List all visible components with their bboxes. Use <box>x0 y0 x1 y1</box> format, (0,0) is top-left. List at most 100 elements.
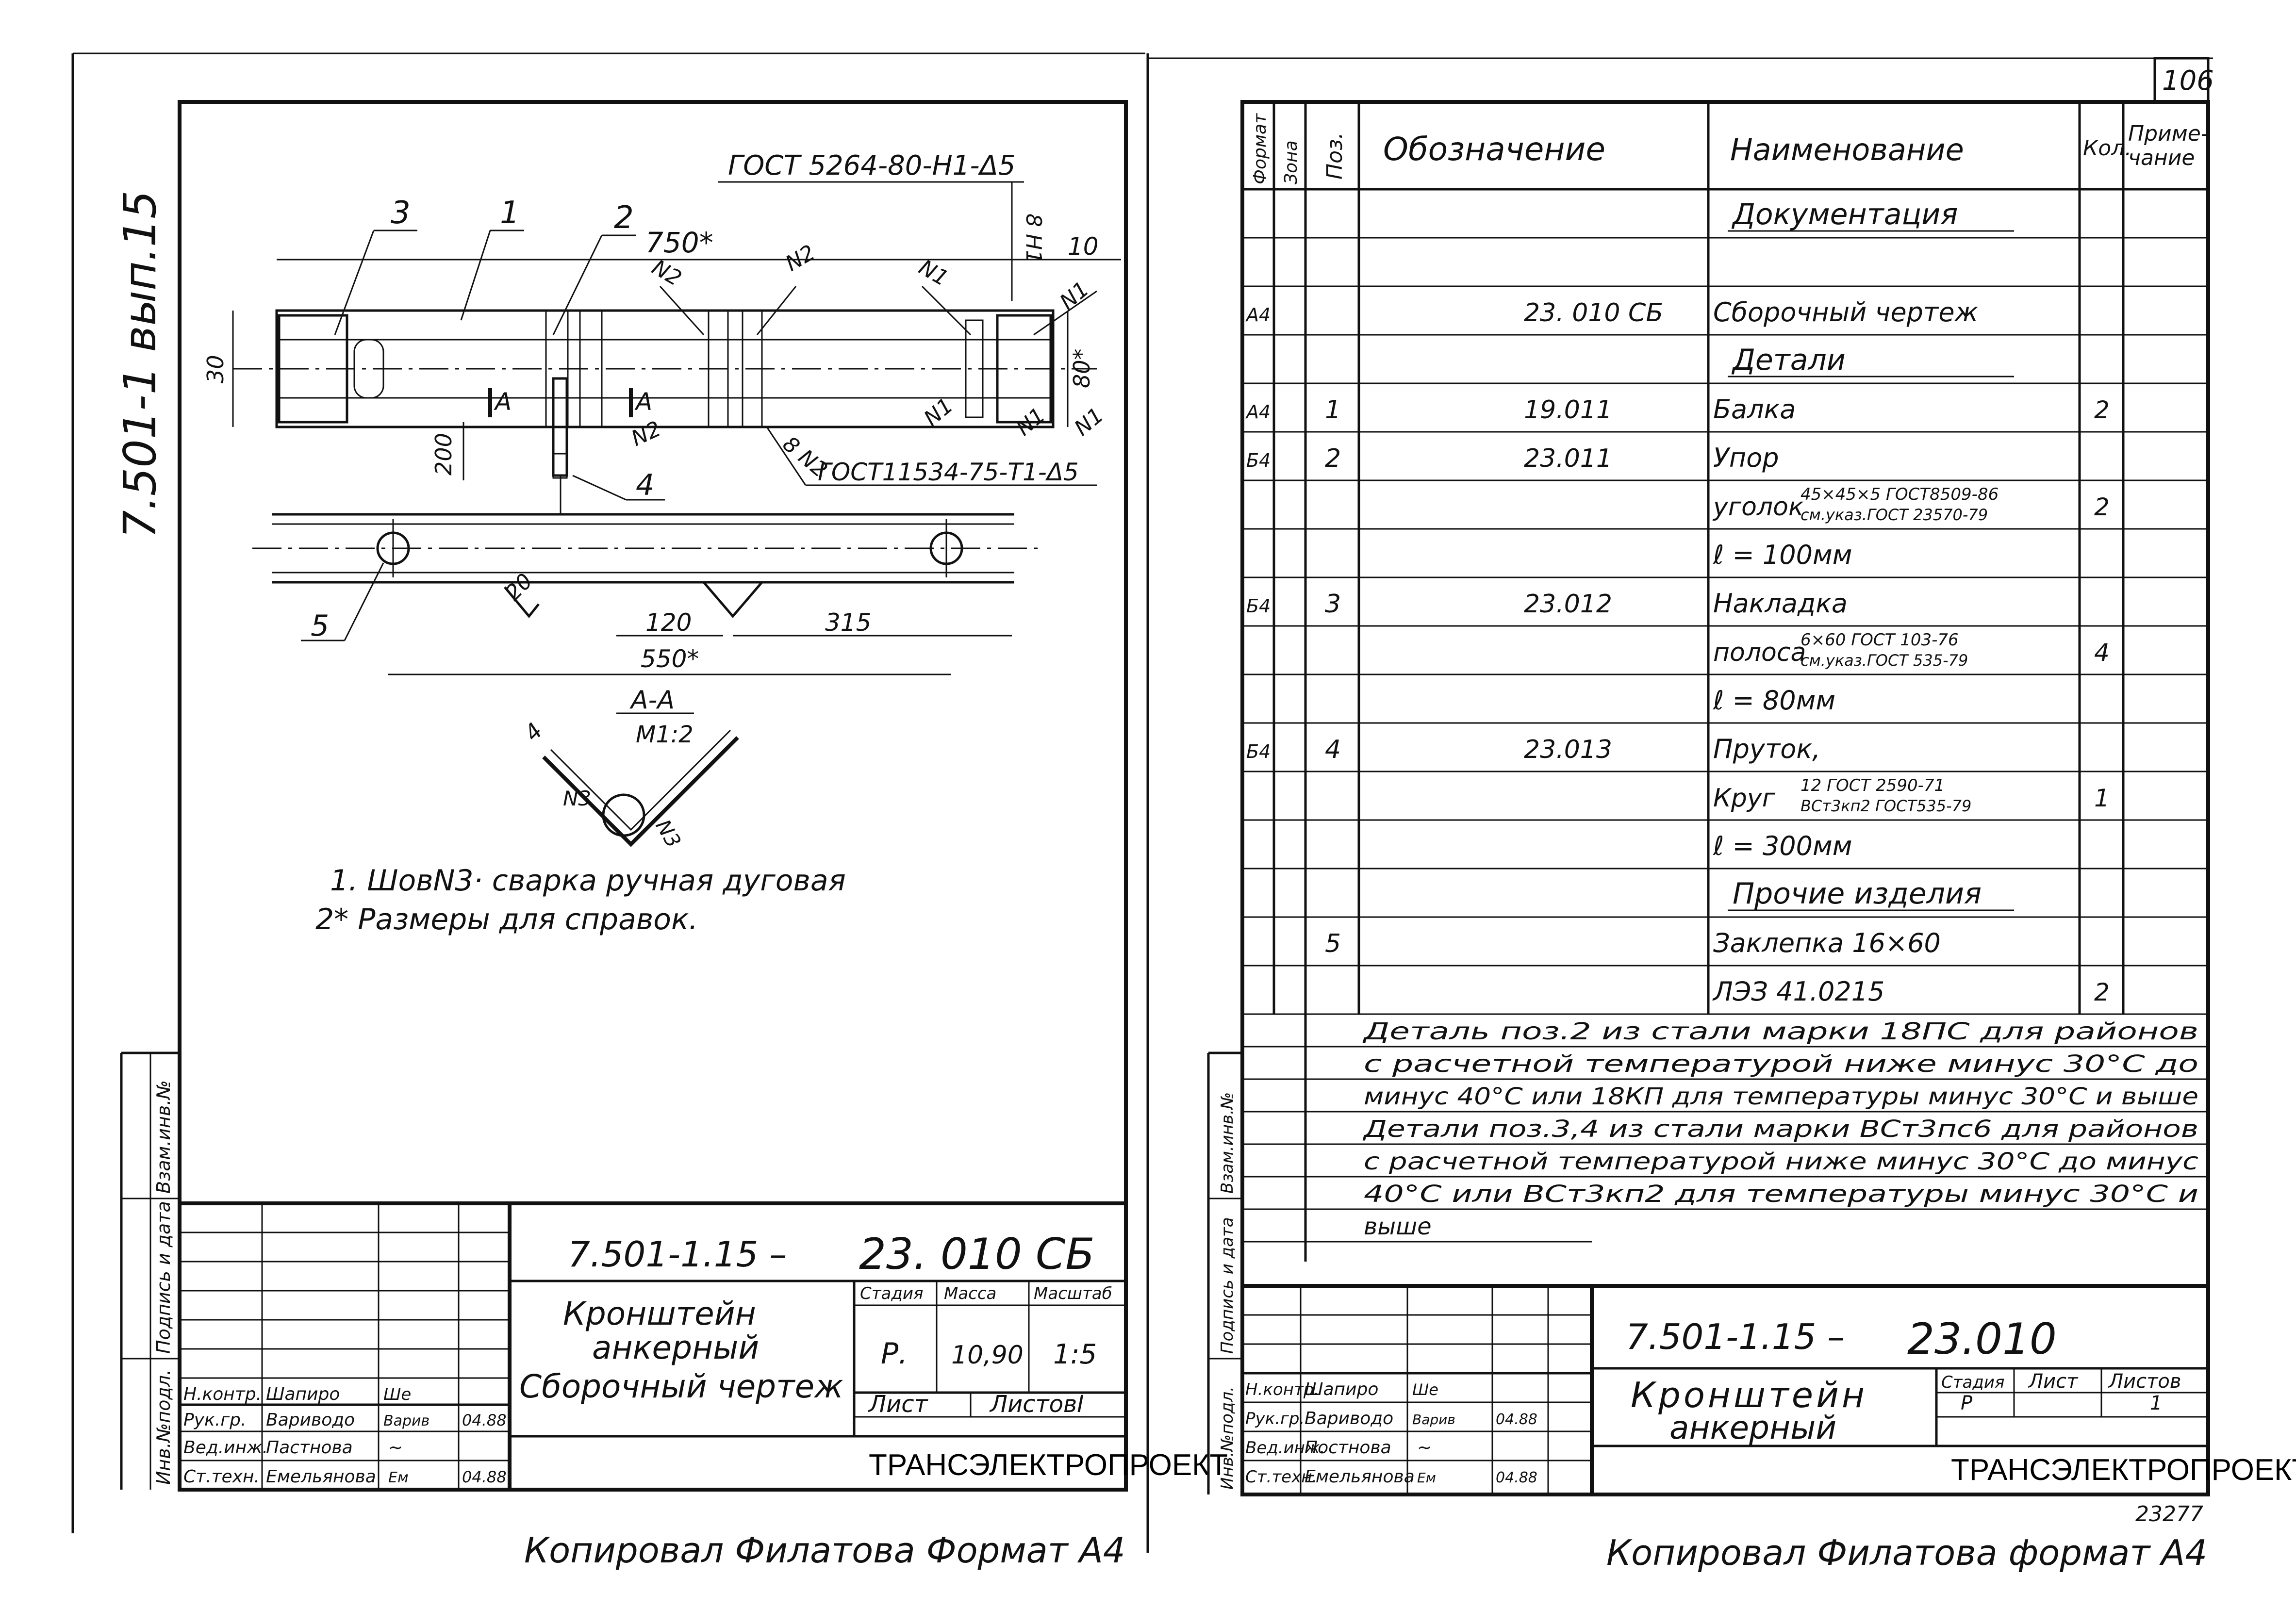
right-stage: Р <box>1961 1392 1973 1414</box>
plan-bar-4-end <box>552 453 568 479</box>
left-stage-header: Стадия <box>860 1284 923 1303</box>
weld-leader-4 <box>1033 290 1097 336</box>
section-title: А-А <box>629 686 675 715</box>
left-date-2: 04.88 <box>462 1411 507 1429</box>
callout-2-leader <box>552 235 603 335</box>
plan-stiffener-5 <box>965 319 984 418</box>
callout-3: 3 <box>391 195 411 231</box>
left-role-1: Н.контр. <box>183 1384 262 1404</box>
dim-30: 30 <box>202 355 229 383</box>
left-sig-4: Ем <box>388 1469 409 1486</box>
row-format: Б4 <box>1246 741 1271 762</box>
row-position: 4 <box>1325 735 1341 764</box>
callout-5: 5 <box>311 609 329 643</box>
dim-80: 80* <box>1069 348 1095 388</box>
weld-n2-a: N2 <box>648 255 686 291</box>
right-sig-3: ~ <box>1417 1438 1432 1458</box>
right-side-stamp-replace: Взам.инв.№ <box>1218 1092 1237 1194</box>
right-sig-1: Ше <box>1412 1380 1438 1399</box>
row-name: Прочие изделия <box>1733 877 1982 911</box>
table-row: Детали <box>1728 343 2014 378</box>
right-sheet-header: Лист <box>2028 1370 2079 1393</box>
row-format: Б4 <box>1246 450 1271 471</box>
weld-size-8n1: 8 Н1 <box>1021 213 1046 263</box>
right-date-4: 04.88 <box>1496 1469 1537 1486</box>
row-quantity: 2 <box>2094 493 2110 521</box>
row-position: 5 <box>1325 929 1341 958</box>
left-scale: 1:5 <box>1053 1339 1097 1370</box>
right-name-2: Вариводо <box>1305 1409 1393 1428</box>
right-org: ТРАНСЭЛЕКТРОПРОЕКТ <box>1951 1453 2296 1487</box>
left-role-4: Ст.техн. <box>183 1467 260 1487</box>
row-name: уголок <box>1712 493 1804 522</box>
row-name: ℓ = 100мм <box>1713 540 1852 570</box>
vertical-series-code: 7.501-1 вып.15 <box>114 190 166 539</box>
remark-line: Детали поз.3,4 из стали марки ВСт3пс6 дл… <box>1362 1116 2198 1143</box>
right-role-1: Н.контр. <box>1245 1380 1319 1399</box>
weld-n2-b: N2 <box>781 240 819 277</box>
row-designation: 23.012 <box>1524 590 1612 619</box>
remark-line: с расчетной температурой ниже минус 30°С… <box>1364 1051 2198 1078</box>
row-format: А4 <box>1245 304 1271 326</box>
right-side-stamp-sign: Подпись и дата <box>1218 1217 1237 1354</box>
row-designation: 23. 010 СБ <box>1524 298 1663 328</box>
right-name-3: Постнова <box>1305 1438 1391 1458</box>
section-mark-a-right: А <box>634 388 652 416</box>
row-position: 2 <box>1325 444 1341 473</box>
plan-plate-right <box>996 314 1052 424</box>
right-sig-2: Варив <box>1412 1412 1455 1428</box>
weld-n1-e: N1 <box>1070 403 1108 441</box>
right-sheets: 1 <box>2150 1392 2162 1414</box>
gost-bottom-leader <box>766 427 807 486</box>
row-position: 3 <box>1325 590 1341 619</box>
left-stage: Р. <box>881 1337 908 1371</box>
left-name-2: Вариводо <box>266 1410 355 1430</box>
row-name: Детали <box>1731 343 1846 377</box>
weld-n1-c: N1 <box>919 393 958 431</box>
row-name-sub: 12 ГОСТ 2590-71 <box>1800 776 1945 795</box>
side-stamp-sign: Подпись и дата <box>153 1201 174 1354</box>
right-role-3: Вед.инж. <box>1245 1438 1325 1458</box>
weld-n1-d: N1 <box>1011 403 1050 441</box>
gost-weld-top: ГОСТ 5264-80-Н1-Δ5 <box>728 150 1015 181</box>
section-mark-a-left: А <box>494 388 512 416</box>
remark-line: 40°С или ВСт3кп2 для температуры минус 3… <box>1364 1181 2198 1208</box>
remark-line: с расчетной температурой ниже минус 30°С… <box>1364 1148 2198 1175</box>
left-sheet-header: Лист <box>868 1391 929 1418</box>
dim-20: 20 <box>501 569 538 606</box>
left-title-line-1: Кронштейн <box>563 1295 756 1332</box>
weld-n1-a: N1 <box>915 255 953 291</box>
right-frame <box>1240 100 2210 1496</box>
right-footer: Копировал Филатова формат А4 <box>1606 1532 2207 1573</box>
callout-3-leader <box>334 230 375 335</box>
header-format: Формат <box>1250 113 1270 184</box>
weld-leader-1 <box>659 285 705 336</box>
header-designation: Обозначение <box>1383 131 1605 168</box>
left-role-3: Вед.инж. <box>183 1438 268 1458</box>
row-name: полоса <box>1713 638 1806 667</box>
plan-stiffener-3 <box>708 310 729 428</box>
row-designation: 19.011 <box>1524 395 1612 425</box>
section-weld-n3-a: N3 <box>563 787 591 810</box>
plan-stiffener-2 <box>579 310 603 428</box>
section-bar-circle <box>602 793 645 837</box>
left-sheet: 7.501-1 вып.15 ГОСТ 5264-80-Н1-Δ5 8 Н1 3… <box>71 52 1228 1571</box>
callout-1: 1 <box>500 195 520 231</box>
left-side-stamp: Инв.№подл. Подпись и дата Взам.инв.№ <box>120 1051 180 1490</box>
left-doc-code: 7.501-1.15 – <box>568 1234 787 1275</box>
row-name: Сборочный чертеж <box>1713 297 1979 328</box>
section-angle-inner <box>550 729 731 831</box>
spec-row-lines <box>1242 237 2208 1015</box>
left-title-line-3: Сборочный чертеж <box>519 1368 843 1405</box>
right-name-1: Шапиро <box>1305 1379 1378 1399</box>
right-doc-number: 23.010 <box>1907 1314 2057 1364</box>
dim-200: 200 <box>430 433 457 476</box>
callout-1-leader <box>460 230 491 321</box>
right-sheets-header: Листов <box>2108 1370 2181 1393</box>
row-name: Заклепка 16×60 <box>1713 928 1941 958</box>
